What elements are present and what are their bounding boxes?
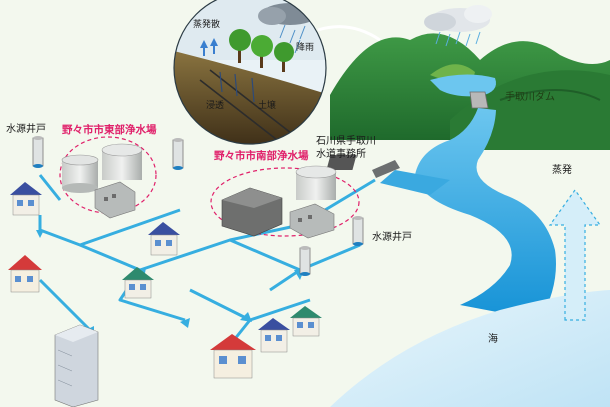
- east-plant: [59, 136, 157, 219]
- infiltration-label: 浸透: [206, 101, 225, 111]
- house-1: [10, 182, 42, 216]
- rain-cloud-right: [424, 5, 492, 47]
- dam-label: 手取川ダム: [505, 92, 555, 103]
- evaporation-arrow: [548, 188, 602, 321]
- evaporation-right-label: 蒸発: [552, 165, 572, 176]
- office-label-line1: 石川県手取川: [316, 136, 376, 147]
- house-icons: [8, 182, 322, 379]
- river: [415, 108, 556, 320]
- house-6: [290, 306, 322, 337]
- house-4: [122, 267, 154, 299]
- tree-icons: [229, 29, 294, 72]
- rain-label: 降雨: [296, 43, 315, 53]
- evaporation-label: 蒸発散: [193, 20, 221, 30]
- water-office: [326, 155, 450, 195]
- well-left-label: 水源井戸: [6, 124, 46, 135]
- sea: [330, 290, 610, 407]
- house-7: [210, 334, 256, 379]
- east-plant-label: 野々市市東部浄水場: [62, 124, 157, 136]
- well-right-label: 水源井戸: [372, 232, 412, 243]
- inset-connector: [317, 25, 381, 42]
- office-tower: [54, 324, 99, 407]
- house-3: [148, 222, 180, 256]
- dam-reservoir: [430, 74, 496, 97]
- soil-label: 土壌: [258, 101, 277, 111]
- house-5: [258, 318, 290, 353]
- south-plant: [210, 165, 360, 239]
- sea-label: 海: [488, 334, 498, 345]
- well-icons: [32, 136, 364, 276]
- south-plant-label: 野々市市南部浄水場: [214, 150, 309, 162]
- house-2: [8, 255, 42, 293]
- office-label-line2: 水道事務所: [316, 149, 366, 160]
- dam-wall: [469, 91, 489, 109]
